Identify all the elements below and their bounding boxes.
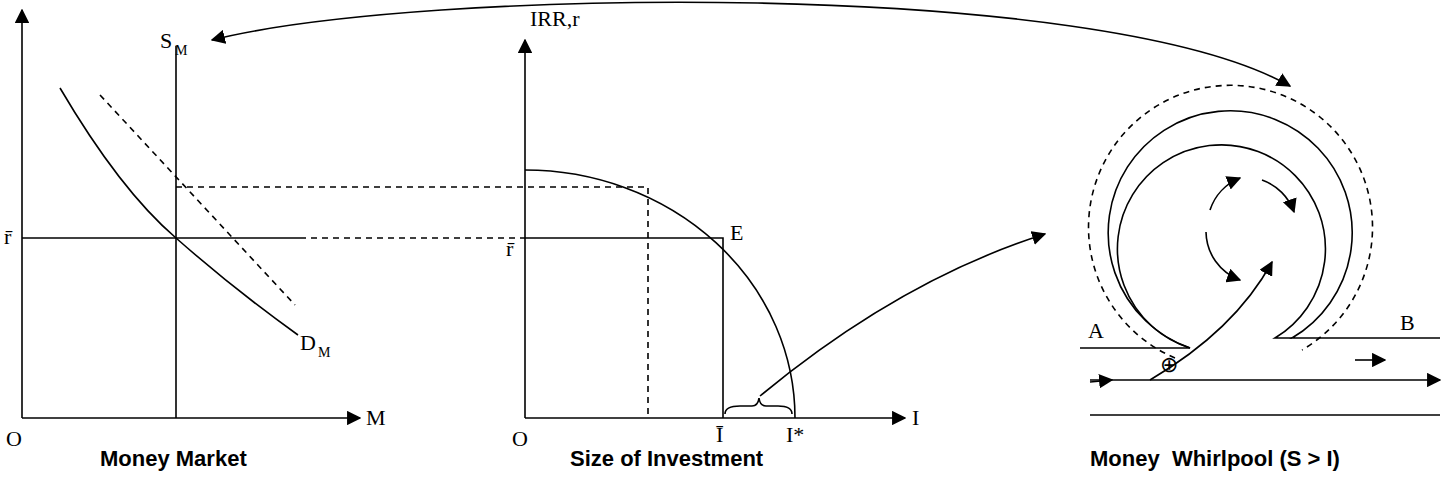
origin-label: O <box>512 428 528 450</box>
curve-label: D <box>300 332 316 354</box>
y-axis <box>21 10 23 418</box>
rate-label: r̄ <box>4 226 11 248</box>
whirlpool-outer <box>1080 111 1440 348</box>
money-demand-curve <box>60 88 298 335</box>
panel-caption: Size of Investment <box>570 448 763 470</box>
flow-arrow <box>1090 380 1112 382</box>
x-axis <box>525 417 905 419</box>
end-label: A <box>1088 320 1104 342</box>
swirl-arrow <box>1210 178 1240 210</box>
origin-label: O <box>6 428 22 450</box>
axis-label: IRR,r <box>530 8 580 30</box>
guide-line <box>300 237 525 239</box>
irr-curve <box>525 170 795 418</box>
panel-caption: Money Market <box>100 448 247 470</box>
money-supply-line <box>175 46 177 418</box>
flow-arrow <box>1355 359 1385 361</box>
pipe-line <box>1090 414 1440 416</box>
tick-label: Ī <box>716 424 723 446</box>
y-axis <box>524 40 526 418</box>
symbol: ⊕ <box>1160 354 1178 376</box>
axis-label: S <box>160 30 172 52</box>
panel-caption: Money Whirlpool (S > I) <box>1090 448 1340 470</box>
rate-line <box>22 237 300 239</box>
x-axis <box>22 417 360 419</box>
end-label: B <box>1400 312 1415 334</box>
pipe-line <box>1090 379 1440 381</box>
pointer-arrow <box>760 234 1045 396</box>
guide-line <box>176 187 648 418</box>
brace <box>725 398 792 414</box>
subscript: M <box>318 346 330 360</box>
point-label: E <box>730 222 743 244</box>
shifted-demand-curve <box>100 95 295 305</box>
whirlpool-inner <box>1117 145 1325 348</box>
link-arrow <box>212 2 1290 86</box>
axis-label: M <box>366 407 386 429</box>
swirl-arrow <box>1206 232 1240 280</box>
subscript: M <box>175 44 187 58</box>
swirl-arrow <box>1262 180 1294 212</box>
equilibrium-lines <box>525 238 723 418</box>
axis-label: I <box>912 407 919 429</box>
rate-label: r̄ <box>506 238 513 260</box>
tick-label: I* <box>786 424 804 446</box>
branch-arrow <box>1150 262 1272 380</box>
